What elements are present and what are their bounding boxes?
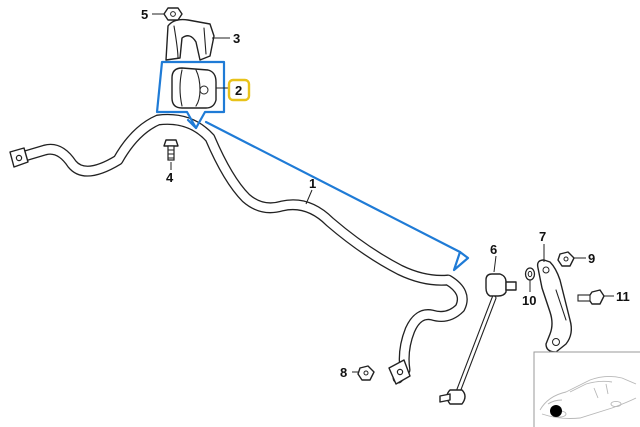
callout-10[interactable]: 10 [522, 293, 536, 308]
callout-3[interactable]: 3 [233, 31, 240, 46]
callout-6[interactable]: 6 [490, 242, 497, 257]
callout-5[interactable]: 5 [141, 7, 148, 22]
part-6-link-rod[interactable] [439, 273, 517, 405]
selection-highlight [155, 60, 470, 272]
part-7-bracket[interactable] [536, 259, 573, 353]
highlight-arrow-top [186, 118, 198, 130]
part-8-nut[interactable] [357, 365, 375, 381]
part-9-nut[interactable] [557, 251, 575, 267]
part-4-bolt[interactable] [163, 139, 179, 161]
highlight-arrow [452, 250, 470, 272]
callout-labels: 5 3 2 4 1 6 7 9 10 11 8 [141, 7, 630, 380]
part-11-bolt[interactable] [577, 289, 605, 305]
highlight-box [155, 60, 226, 130]
highlight-connector [204, 120, 462, 254]
part-10-washer[interactable] [524, 267, 536, 281]
callout-11[interactable]: 11 [616, 289, 630, 304]
part-3-bracket[interactable] [165, 18, 215, 61]
vehicle-thumbnail[interactable] [533, 351, 640, 427]
callout-1[interactable]: 1 [309, 176, 316, 191]
stabilizer-bar-right-eye [396, 368, 404, 376]
stabilizer-bar-left-eye [15, 154, 23, 162]
callout-2-badge [227, 78, 251, 102]
stabilizer-bar[interactable] [9, 113, 468, 385]
callout-7[interactable]: 7 [539, 229, 546, 244]
callout-2[interactable]: 2 [235, 83, 242, 98]
stabilizer-bar-fill [13, 115, 467, 383]
callout-4[interactable]: 4 [166, 170, 174, 185]
callout-9[interactable]: 9 [588, 251, 595, 266]
callout-8[interactable]: 8 [340, 365, 347, 380]
part-5-nut[interactable] [163, 7, 183, 21]
stabilizer-bar-outline [12, 113, 468, 384]
part-2-rubber-mounting[interactable] [171, 67, 217, 109]
location-marker [550, 405, 562, 417]
leader-lines [152, 13, 614, 373]
